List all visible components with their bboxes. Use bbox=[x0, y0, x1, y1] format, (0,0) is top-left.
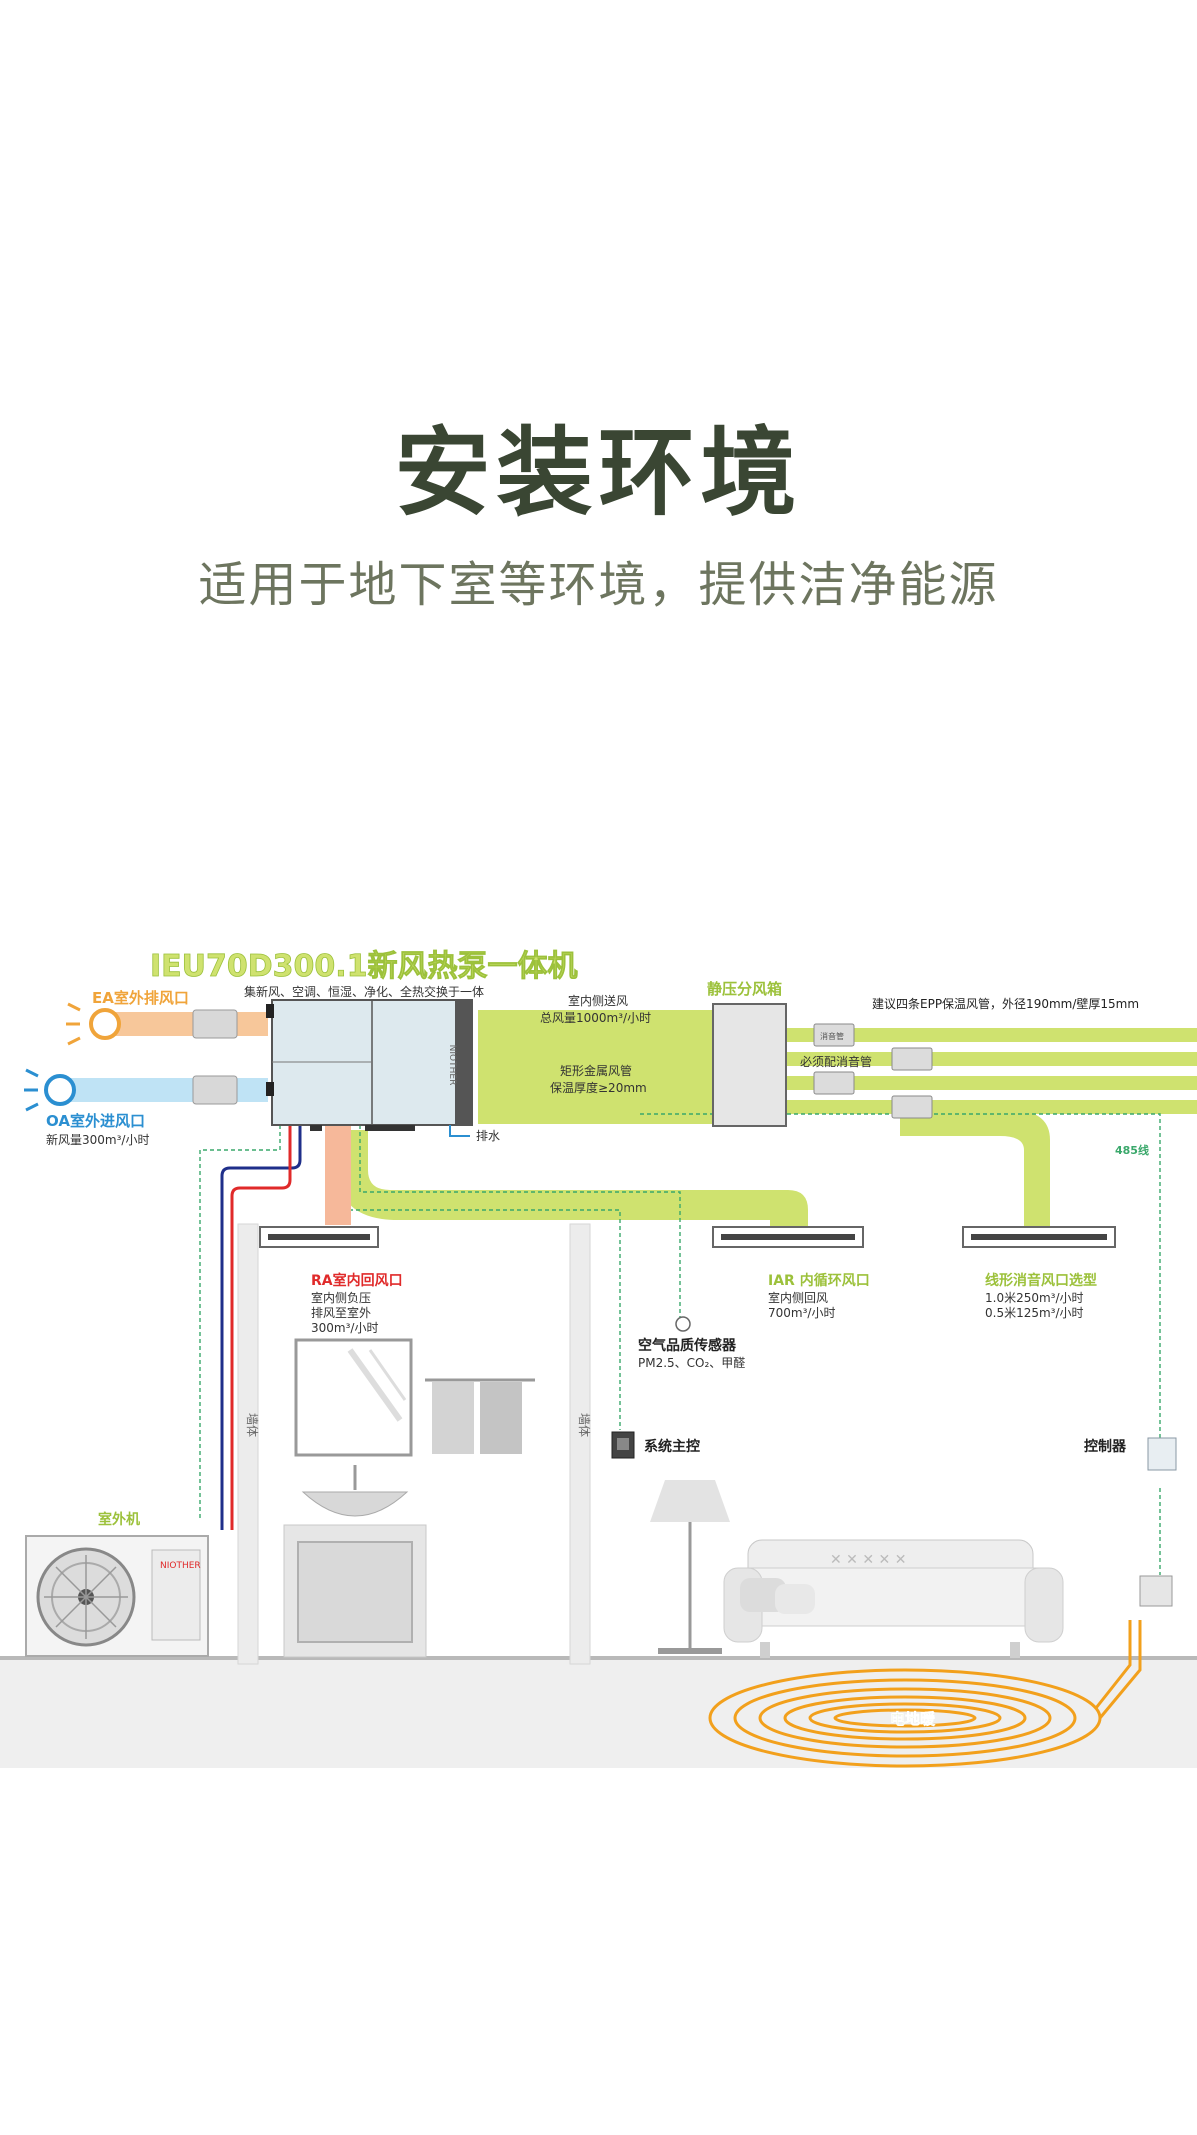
installation-diagram: 电地暖 墙体 墙体 485线 bbox=[0, 949, 1197, 1768]
wall-left bbox=[237, 1223, 259, 1665]
bathroom-mirror bbox=[294, 1338, 413, 1457]
epp-label: 建议四条EPP保温风管，外径190mm/壁厚15mm bbox=[872, 996, 1139, 1011]
floor-heating-label: 电地暖 bbox=[890, 1710, 936, 1728]
outdoor-unit-label: 室外机 bbox=[98, 1511, 140, 1528]
svg-text:NIOTHER: NIOTHER bbox=[447, 1045, 457, 1086]
wall-right-label: 墙体 bbox=[577, 1413, 591, 1437]
svg-text:✕ ✕ ✕ ✕ ✕: ✕ ✕ ✕ ✕ ✕ bbox=[830, 1552, 906, 1568]
iar-title: IAR 内循环风口 bbox=[768, 1272, 870, 1289]
oa-vent-icon bbox=[44, 1074, 76, 1106]
sensor-title: 空气品质传感器 bbox=[638, 1337, 737, 1354]
main-control-label: 系统主控 bbox=[644, 1438, 700, 1455]
branch-silencers bbox=[813, 1023, 933, 1119]
silencer-note: 必须配消音管 bbox=[800, 1054, 872, 1069]
plenum-label: 静压分风箱 bbox=[707, 980, 782, 998]
page-title: 安装环境 bbox=[394, 417, 803, 529]
static-pressure-plenum bbox=[712, 1003, 787, 1127]
iar-return-duct bbox=[338, 1130, 808, 1234]
drain-label: 排水 bbox=[476, 1129, 500, 1143]
ra-title: RA室内回风口 bbox=[311, 1272, 403, 1289]
main-control-screen bbox=[617, 1438, 629, 1450]
ra-line2: 排风至室外 bbox=[311, 1305, 371, 1320]
floor-lamp bbox=[650, 1480, 730, 1654]
floor-heating-coil bbox=[708, 1620, 1142, 1768]
unit-title: IEU70D300.1新风热泵一体机 bbox=[150, 949, 578, 984]
supply-label: 室内侧送风 bbox=[568, 993, 628, 1008]
ea-exhaust-duct bbox=[108, 1012, 268, 1036]
drain-pipe bbox=[449, 1125, 470, 1137]
refrigerant-pipes bbox=[220, 1125, 302, 1530]
oa-duct-silencer bbox=[192, 1075, 238, 1105]
supply-flow: 总风量1000m³/小时 bbox=[540, 1011, 651, 1025]
linear-title: 线形消音风口选型 bbox=[985, 1272, 1097, 1289]
bathroom-sink bbox=[283, 1465, 427, 1658]
duct-insulation: 保温厚度≥20mm bbox=[550, 1080, 647, 1095]
ra-return-grille bbox=[259, 1226, 379, 1248]
linear-diffuser-duct bbox=[900, 1110, 1050, 1234]
iar-line2: 700m³/小时 bbox=[768, 1306, 835, 1320]
ra-line3: 300m³/小时 bbox=[311, 1321, 378, 1335]
epp-branch-ducts bbox=[786, 1028, 1197, 1114]
linear-line2: 0.5米125m³/小时 bbox=[985, 1306, 1084, 1320]
iar-return-grille bbox=[712, 1226, 864, 1248]
oa-flow: 新风量300m³/小时 bbox=[46, 1132, 149, 1147]
page-subtitle: 适用于地下室等环境，提供洁净能源 bbox=[198, 557, 999, 613]
ra-return-duct bbox=[325, 1125, 351, 1225]
sensor-sub: PM2.5、CO₂、甲醛 bbox=[638, 1355, 745, 1370]
ea-vent-icon bbox=[89, 1008, 121, 1040]
oa-label: OA室外进风口 bbox=[46, 1112, 145, 1130]
unit-subtitle: 集新风、空调、恒湿、净化、全热交换于一体 bbox=[244, 984, 484, 999]
iar-line1: 室内侧回风 bbox=[768, 1290, 828, 1305]
wall-left-label: 墙体 bbox=[245, 1413, 259, 1437]
duct-type: 矩形金属风管 bbox=[560, 1063, 632, 1078]
wire-485-label: 485线 bbox=[1115, 1143, 1149, 1157]
linear-diffuser-grille bbox=[962, 1226, 1116, 1248]
supply-duct-main bbox=[478, 1010, 718, 1124]
towel-rack bbox=[425, 1378, 535, 1454]
floor-heating-thermostat bbox=[1139, 1575, 1173, 1607]
silencer-tag: 消音管 bbox=[820, 1031, 844, 1041]
oa-airflow-arrows bbox=[24, 1068, 39, 1112]
outdoor-unit: NIOTHER bbox=[25, 1535, 209, 1657]
ea-label: EA室外排风口 bbox=[92, 989, 189, 1007]
controller-label: 控制器 bbox=[1084, 1438, 1127, 1455]
air-sensor-icon bbox=[675, 1316, 691, 1332]
ea-duct-silencer bbox=[192, 1009, 238, 1039]
wall-right bbox=[569, 1223, 591, 1665]
ground-area bbox=[0, 1658, 1197, 1768]
ea-airflow-arrows bbox=[66, 1002, 81, 1046]
sofa: ✕ ✕ ✕ ✕ ✕ bbox=[723, 1539, 1064, 1658]
controller-panel bbox=[1147, 1437, 1177, 1471]
linear-line1: 1.0米250m³/小时 bbox=[985, 1291, 1084, 1305]
svg-text:NIOTHER: NIOTHER bbox=[160, 1561, 201, 1571]
heat-pump-unit: NIOTHER bbox=[266, 999, 473, 1131]
ra-line1: 室内侧负压 bbox=[311, 1290, 371, 1305]
